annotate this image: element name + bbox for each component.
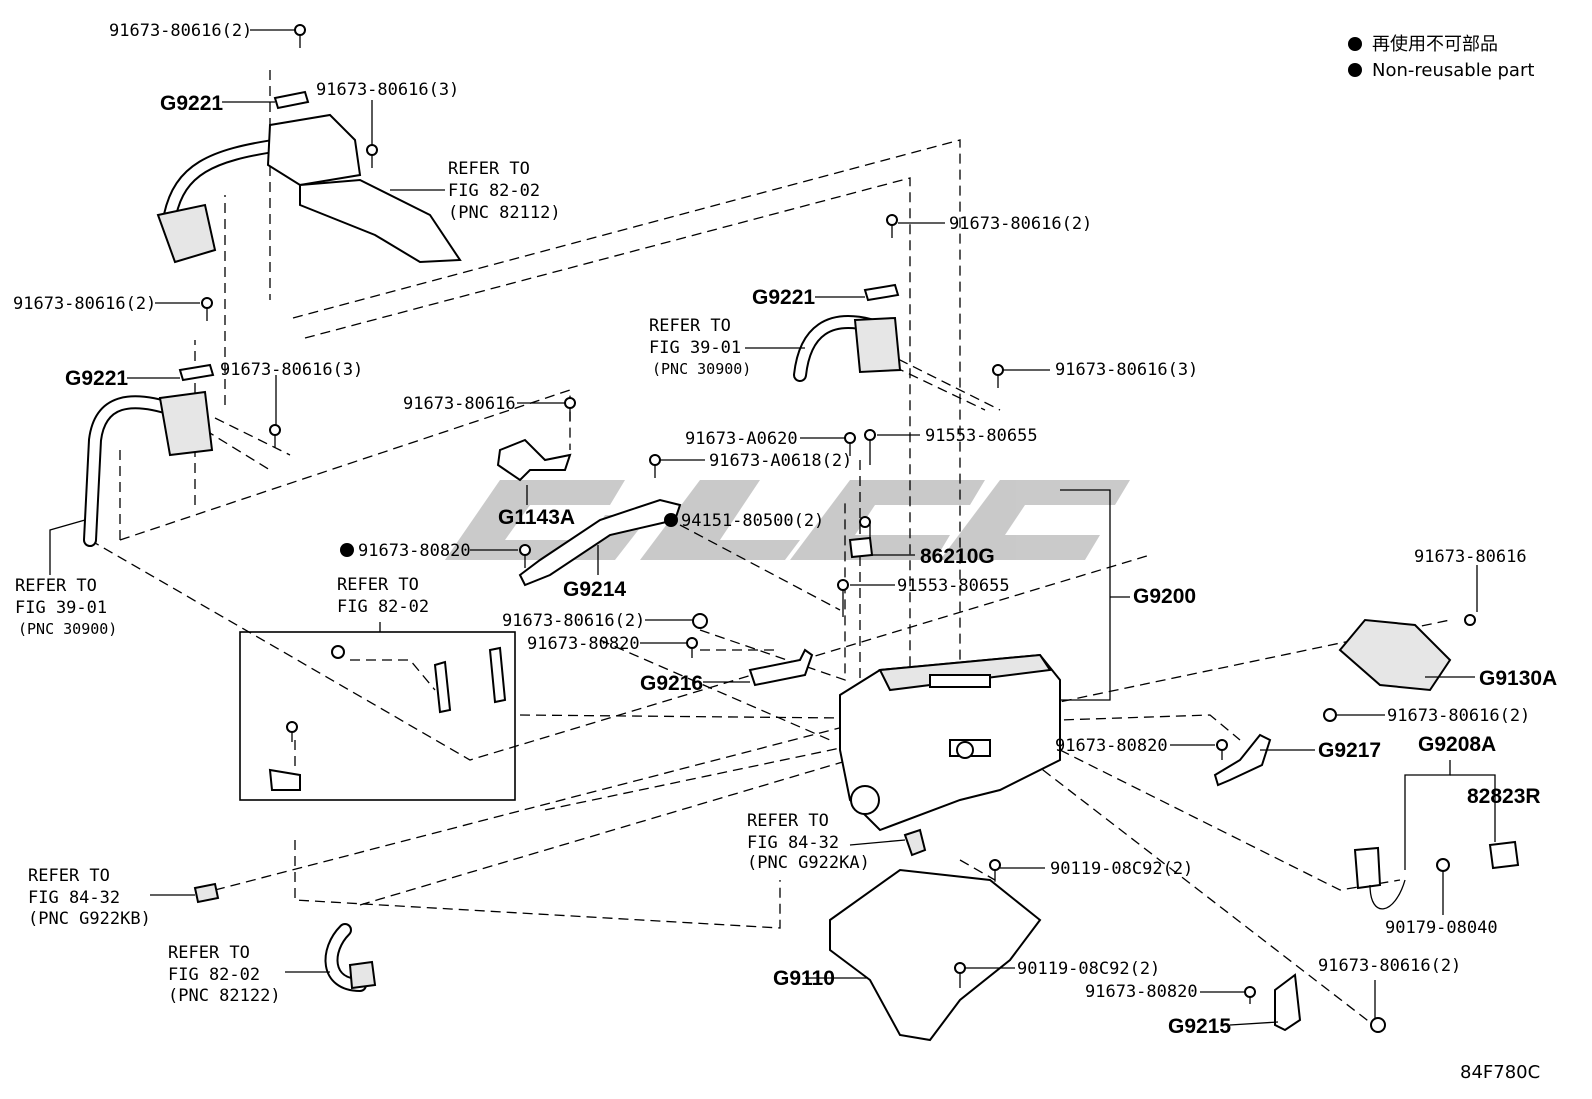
inset-refer-82-02 [239, 631, 516, 801]
non-reusable-dot-icon [664, 513, 678, 527]
figure-code: 84F780C [1460, 1062, 1540, 1083]
svg-text:REFER TO: REFER TO [337, 575, 419, 595]
svg-text:FIG 39-01: FIG 39-01 [649, 338, 741, 358]
svg-text:REFER TO: REFER TO [28, 866, 110, 886]
part-number-label: 91673-80820 [527, 634, 640, 654]
connector-g922kb [193, 882, 220, 904]
non-reusable-dot-icon [340, 543, 354, 557]
refer-note-5: REFER TO FIG 84-32 (PNC G922KA) [747, 811, 870, 873]
part-number-label: 91673-A0620 [685, 429, 798, 449]
part-code-label: G9110 [773, 967, 835, 990]
svg-text:FIG 84-32: FIG 84-32 [747, 833, 839, 853]
part-number-label: 91673-80820 [1085, 982, 1198, 1002]
svg-text:(PNC 82122): (PNC 82122) [168, 986, 281, 1006]
g9221-clamp-right [863, 283, 900, 302]
svg-text:REFER TO: REFER TO [168, 943, 250, 963]
refer-note-1: REFER TO FIG 82-02 (PNC 82112) [448, 159, 561, 223]
svg-text:REFER TO: REFER TO [747, 811, 829, 831]
bolt-icons [201, 24, 1476, 1033]
g9208a-sensor [1353, 846, 1382, 890]
refer-note-3: REFER TO FIG 39-01 (PNC 30900) [15, 576, 117, 638]
svg-text:FIG 84-32: FIG 84-32 [28, 888, 120, 908]
g9110-tray [829, 868, 1042, 1042]
part-number-label: 91673-80820 [1055, 736, 1168, 756]
g9214-harness [518, 498, 682, 587]
part-number-label: 91673-80616(2) [13, 294, 156, 314]
part-code-label: G9221 [752, 286, 815, 309]
part-number-label: 91673-80616(3) [1055, 360, 1198, 380]
part-code-label: G9217 [1318, 739, 1381, 762]
part-code-label: G9215 [1168, 1015, 1231, 1038]
g9221-clamp-top [273, 90, 310, 110]
svg-text:(PNC 30900): (PNC 30900) [18, 620, 117, 638]
part-code-label: 86210G [920, 545, 995, 568]
part-code-label: G9214 [563, 578, 626, 601]
svg-text:(PNC 30900): (PNC 30900) [652, 360, 751, 378]
part-number-label: 91673-80616 [1414, 547, 1527, 567]
svg-text:FIG 82-02: FIG 82-02 [337, 597, 429, 617]
g1143a-bracket [496, 438, 572, 482]
hose-top [156, 113, 362, 264]
part-code-label: G9216 [640, 672, 703, 695]
part-number-label: 91553-80655 [897, 576, 1010, 596]
non-reusable-dot-icon [1348, 63, 1362, 77]
part-code-label: G9221 [160, 92, 223, 115]
part-number-label: 90119-08C92(2) [1050, 859, 1193, 879]
part-number-label: 90179-08040 [1385, 918, 1498, 938]
legend-en: Non-reusable part [1372, 60, 1534, 81]
part-number-label: 91673-80616(2) [502, 611, 645, 631]
svg-text:FIG 82-02: FIG 82-02 [168, 965, 260, 985]
part-number-label: 91673-80616(2) [1318, 956, 1461, 976]
g9216-bracket [748, 648, 814, 687]
g9221-clamp-left [178, 363, 215, 382]
part-number-label: 94151-80500(2) [681, 511, 824, 531]
bracket-82-02-top [299, 178, 462, 264]
82823r-connector [1488, 840, 1520, 870]
hose-left [83, 390, 214, 547]
svg-text:REFER TO: REFER TO [15, 576, 97, 596]
part-code-label: G1143A [498, 506, 575, 529]
part-number-label: 91673-A0618(2) [709, 451, 852, 471]
hose-right [793, 315, 902, 382]
part-number-label: 91553-80655 [925, 426, 1038, 446]
svg-text:FIG 82-02: FIG 82-02 [448, 181, 540, 201]
hose-bottom [324, 923, 377, 992]
non-reusable-dot-icon [1348, 37, 1362, 51]
part-code-label: G9130A [1479, 667, 1557, 690]
refer-note-7: REFER TO FIG 82-02 (PNC 82122) [168, 943, 281, 1006]
refer-note-4: REFER TO FIG 82-02 [337, 575, 429, 617]
part-code-label: G9200 [1133, 585, 1196, 608]
refer-note-6: REFER TO FIG 84-32 (PNC G922KB) [28, 866, 151, 929]
svg-text:(PNC 82112): (PNC 82112) [448, 203, 561, 223]
inverter-assembly-g9200 [839, 653, 1061, 832]
svg-text:REFER TO: REFER TO [649, 316, 731, 336]
connector-g922ka [903, 828, 927, 857]
part-code-label: G9221 [65, 367, 128, 390]
g9130a-cover [1338, 618, 1452, 692]
part-number-label: 91673-80820 [358, 541, 471, 561]
leader-lines [49, 29, 1496, 1026]
nut-90179 [1436, 858, 1450, 872]
svg-text:(PNC G922KB): (PNC G922KB) [28, 909, 151, 929]
svg-text:FIG 39-01: FIG 39-01 [15, 598, 107, 618]
part-number-label: 91673-80616(2) [949, 214, 1092, 234]
86210g-clip [848, 536, 874, 559]
part-number-label: 91673-80616 [403, 394, 516, 414]
svg-text:REFER TO: REFER TO [448, 159, 530, 179]
part-number-label: 91673-80616(2) [109, 21, 252, 41]
part-code-label: 82823R [1467, 785, 1541, 808]
part-code-label: G9208A [1418, 733, 1496, 756]
part-number-label: 91673-80616(3) [220, 360, 363, 380]
legend-jp: 再使用不可部品 [1372, 34, 1498, 55]
part-number-label: 91673-80616(2) [1387, 706, 1530, 726]
legend: 再使用不可部品 Non-reusable part [1348, 34, 1534, 81]
svg-text:(PNC G922KA): (PNC G922KA) [747, 853, 870, 873]
part-number-label: 91673-80616(3) [316, 80, 459, 100]
part-number-label: 90119-08C92(2) [1017, 959, 1160, 979]
refer-note-2: REFER TO FIG 39-01 (PNC 30900) [649, 316, 751, 378]
g9215-bracket [1274, 973, 1302, 1032]
g9217-bracket [1213, 733, 1272, 787]
